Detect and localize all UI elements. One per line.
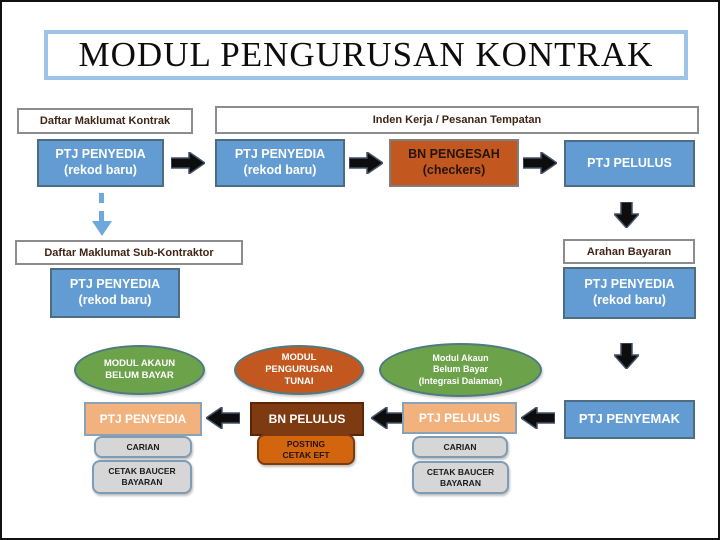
node-cetak-baucer-right: CETAK BAUCER BAYARAN — [412, 461, 509, 494]
section-header-inden-kerja: Inden Kerja / Pesanan Tempatan — [215, 106, 699, 134]
arrow-down-icon — [614, 343, 639, 369]
section-header-daftar-subkontraktor: Daftar Maklumat Sub-Kontraktor — [15, 240, 243, 265]
node-bn-pelulus: BN PELULUS — [250, 402, 364, 436]
node-ptj-pelulus-bayaran: PTJ PELULUS — [402, 402, 517, 434]
arrow-right-icon — [171, 152, 205, 174]
arrow-right-icon — [523, 152, 557, 174]
node-ptj-penyedia-kontrak: PTJ PENYEDIA (rekod baru) — [37, 139, 164, 187]
arrow-down-icon — [614, 202, 639, 228]
arrow-left-icon — [206, 407, 240, 429]
node-carian-right: CARIAN — [412, 436, 508, 458]
dashed-arrow-down-head — [92, 221, 112, 236]
dashed-arrow-down-line — [99, 193, 104, 221]
node-ptj-pelulus-inden: PTJ PELULUS — [564, 140, 695, 187]
arrow-left-icon — [371, 407, 405, 429]
arrow-right-icon — [349, 152, 383, 174]
node-ptj-penyedia-arahan: PTJ PENYEDIA (rekod baru) — [563, 267, 696, 319]
node-ptj-penyemak: PTJ PENYEMAK — [564, 400, 695, 439]
node-ptj-penyedia-subkontraktor: PTJ PENYEDIA (rekod baru) — [50, 268, 180, 318]
page-title: MODUL PENGURUSAN KONTRAK — [44, 30, 688, 80]
arrow-left-icon — [521, 407, 555, 429]
node-bn-pengesah: BN PENGESAH (checkers) — [389, 139, 519, 187]
node-cetak-baucer-left: CETAK BAUCER BAYARAN — [92, 460, 192, 494]
node-carian-left: CARIAN — [94, 436, 192, 458]
section-header-arahan-bayaran: Arahan Bayaran — [563, 239, 695, 264]
node-ptj-penyedia-inden: PTJ PENYEDIA (rekod baru) — [215, 139, 345, 187]
node-modul-akaun-belum-bayar: MODUL AKAUN BELUM BAYAR — [74, 345, 205, 395]
node-modul-akaun-integrasi: Modul Akaun Belum Bayar (Integrasi Dalam… — [379, 343, 542, 397]
section-header-daftar-maklumat-kontrak: Daftar Maklumat Kontrak — [17, 108, 193, 134]
node-posting-cetak-eft: POSTING CETAK EFT — [257, 434, 355, 465]
node-ptj-penyedia-bayaran: PTJ PENYEDIA — [84, 402, 202, 436]
node-modul-pengurusan-tunai: MODUL PENGURUSAN TUNAI — [234, 345, 364, 395]
